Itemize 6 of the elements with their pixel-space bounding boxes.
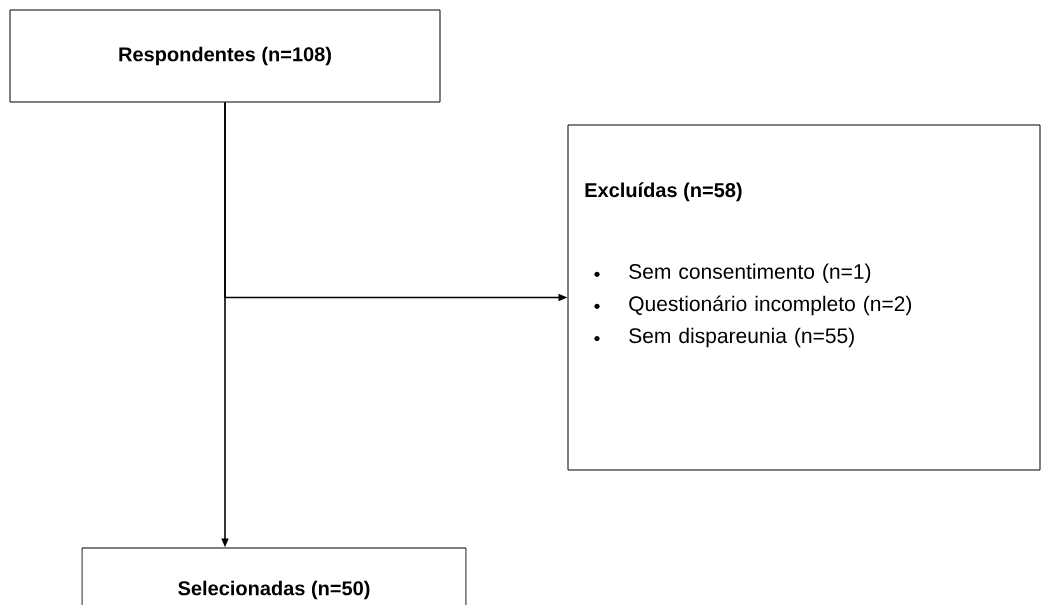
list-item: Sem consentimento (n=1) — [629, 263, 871, 284]
box-heading: Excluídas (n=58) — [585, 182, 742, 202]
list-item: Sem dispareunia (n=55) — [629, 327, 854, 348]
process-box: Selecionadas (n=50) — [81, 547, 467, 605]
process-box: Respondentes (n=108) — [9, 9, 441, 103]
list-item: Questionário incompleto (n=2) — [629, 295, 912, 316]
